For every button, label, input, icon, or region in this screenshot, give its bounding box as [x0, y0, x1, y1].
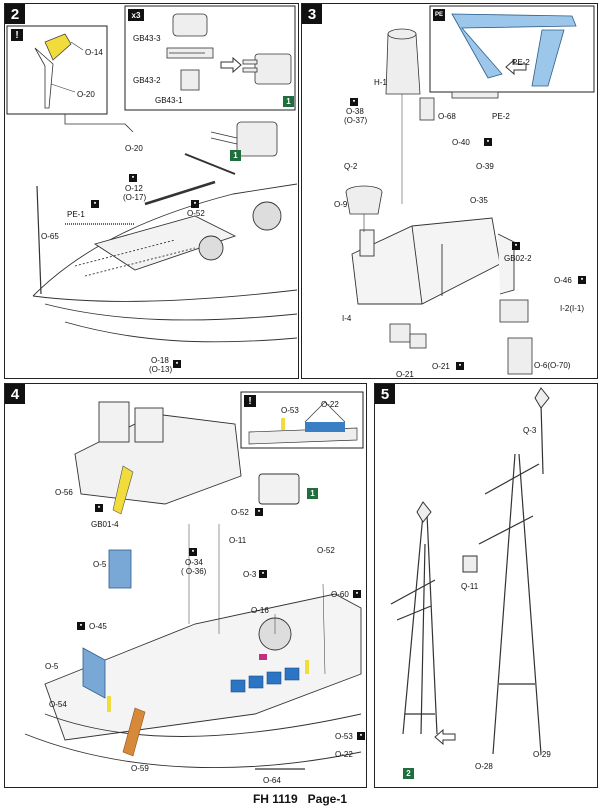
step-5-drawing	[390, 387, 550, 755]
page-label: Page-1	[307, 792, 348, 806]
color-code-icon: ▪	[353, 590, 361, 598]
color-code-icon: ▪	[350, 98, 358, 106]
part-label: O-11	[229, 536, 247, 545]
sub-assembly-ref-icon: 1	[230, 150, 241, 161]
step-number: 3	[302, 4, 322, 24]
part-label: O-46	[554, 276, 572, 285]
step-number: 4	[5, 384, 25, 404]
photo-etch-icon: PE	[433, 9, 445, 21]
color-code-icon: ▪	[173, 360, 181, 368]
part-label: O-29	[533, 750, 551, 759]
step-4-panel: 4	[4, 383, 367, 788]
part-label: I-4	[342, 314, 352, 323]
color-code-icon: ▪	[95, 504, 103, 512]
sub-assembly-ref-icon: 1	[307, 488, 318, 499]
step-number: 5	[375, 384, 395, 404]
part-label: O-5	[45, 662, 59, 671]
part-label: O-21	[432, 362, 450, 371]
step-4-drawing	[24, 391, 364, 770]
part-label: O-6(O-70)	[534, 361, 571, 370]
part-label: O-56	[55, 488, 73, 497]
part-label: PE-2	[512, 58, 530, 67]
part-label: O-22	[321, 400, 339, 409]
part-label: O-52	[187, 209, 205, 218]
part-label: (O-37)	[344, 116, 368, 125]
step-number: 2	[5, 4, 25, 24]
color-code-icon: ▪	[512, 242, 520, 250]
part-label: O-60	[331, 590, 349, 599]
part-label: O-45	[89, 622, 107, 631]
color-code-icon: ▪	[357, 732, 365, 740]
color-code-icon: ▪	[255, 508, 263, 516]
part-label: O-52	[231, 508, 249, 517]
color-code-icon: ▪	[91, 200, 99, 208]
part-label: GB43-1	[155, 96, 183, 105]
part-label: O-9	[334, 200, 348, 209]
part-label: GB01-4	[91, 520, 119, 529]
part-label: O-20	[125, 144, 143, 153]
part-label: O-34	[185, 558, 203, 567]
part-label: O-40	[452, 138, 470, 147]
part-label: O-5	[93, 560, 107, 569]
part-label: O-54	[49, 700, 67, 709]
part-label: (O-17)	[123, 193, 147, 202]
color-code-icon: ▪	[77, 622, 85, 630]
part-label: O-16	[251, 606, 269, 615]
part-label: O-64	[263, 776, 281, 785]
part-label: O-14	[85, 48, 103, 57]
part-label: O-53	[281, 406, 299, 415]
page-footer: FH 1119 Page-1	[0, 792, 600, 806]
part-label: Q-3	[523, 426, 537, 435]
part-label: O-22	[335, 750, 353, 759]
sub-assembly-ref-icon: 2	[403, 768, 414, 779]
part-label: H-1	[374, 78, 387, 87]
step-2-drawing	[6, 5, 298, 343]
part-label: O-3	[243, 570, 257, 579]
part-label: O-21	[396, 370, 414, 379]
color-code-icon: ▪	[191, 200, 199, 208]
color-code-icon: ▪	[129, 174, 137, 182]
part-label: PE-1	[67, 210, 85, 219]
part-label: ( O-36)	[181, 567, 207, 576]
part-label: O-52	[317, 546, 335, 555]
caution-icon: !	[244, 395, 256, 407]
part-label: O-68	[438, 112, 456, 121]
sub-assembly-ref-icon: 1	[283, 96, 294, 107]
color-code-icon: ▪	[259, 570, 267, 578]
part-label: PE-2	[492, 112, 510, 121]
step-3-panel: 3 PE PE-2	[301, 3, 598, 379]
kit-code: FH 1119	[252, 792, 298, 806]
part-label: O-12	[125, 184, 143, 193]
color-code-icon: ▪	[456, 362, 464, 370]
part-label: GB43-2	[133, 76, 161, 85]
color-code-icon: ▪	[484, 138, 492, 146]
part-label: O-28	[475, 762, 493, 771]
part-label: O-35	[470, 196, 488, 205]
part-label: O-39	[476, 162, 494, 171]
part-label: GB02-2	[504, 254, 532, 263]
part-label: O-38	[346, 107, 364, 116]
quantity-badge: x3	[128, 9, 144, 21]
step-2-panel: 2	[4, 3, 299, 379]
part-label: (O-13)	[149, 365, 173, 374]
part-label: Q-2	[344, 162, 358, 171]
caution-icon: !	[11, 29, 23, 41]
part-label: O-65	[41, 232, 59, 241]
color-code-icon: ▪	[578, 276, 586, 284]
color-code-icon: ▪	[189, 548, 197, 556]
part-label: O-53	[335, 732, 353, 741]
part-label: Q-11	[461, 582, 479, 591]
step-3-drawing	[345, 5, 595, 375]
part-label: O-18	[151, 356, 169, 365]
part-label: O-20	[77, 90, 95, 99]
step-5-panel: 5 Q-3 Q-11 O-28 O-29 2	[374, 383, 598, 788]
part-label: I-2(I-1)	[560, 304, 584, 313]
part-label: O-59	[131, 764, 149, 773]
part-label: GB43-3	[133, 34, 161, 43]
